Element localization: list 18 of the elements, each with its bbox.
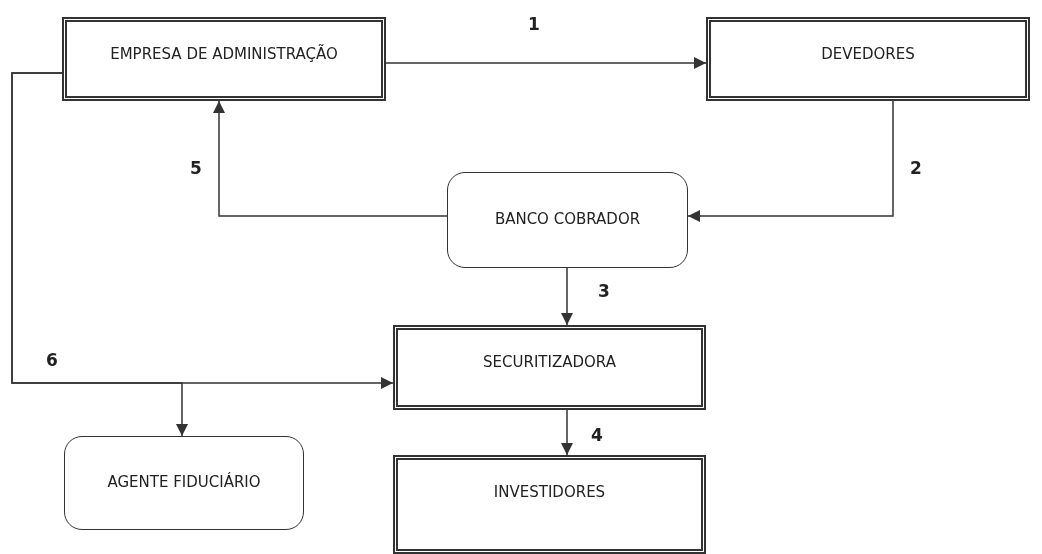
node-label: BANCO COBRADOR bbox=[494, 209, 641, 231]
rounded-box bbox=[64, 436, 304, 530]
arrow bbox=[213, 100, 448, 217]
double-border-box bbox=[393, 325, 706, 410]
arrow bbox=[687, 100, 894, 222]
double-border-box bbox=[393, 455, 706, 554]
arrow bbox=[385, 57, 707, 69]
arrow bbox=[11, 72, 188, 437]
node-label: AGENTE FIDUCIÁRIO bbox=[107, 472, 261, 494]
node-label: EMPRESA DE ADMINISTRAÇÃO bbox=[110, 44, 338, 65]
arrow bbox=[561, 267, 573, 326]
double-border-box bbox=[62, 17, 386, 101]
double-border-box bbox=[706, 17, 1030, 101]
arrow bbox=[561, 409, 573, 456]
node-label: DEVEDORES bbox=[821, 44, 915, 65]
node-label: INVESTIDORES bbox=[493, 482, 606, 503]
rounded-box bbox=[447, 172, 688, 268]
node-label: SECURITIZADORA bbox=[483, 352, 616, 373]
